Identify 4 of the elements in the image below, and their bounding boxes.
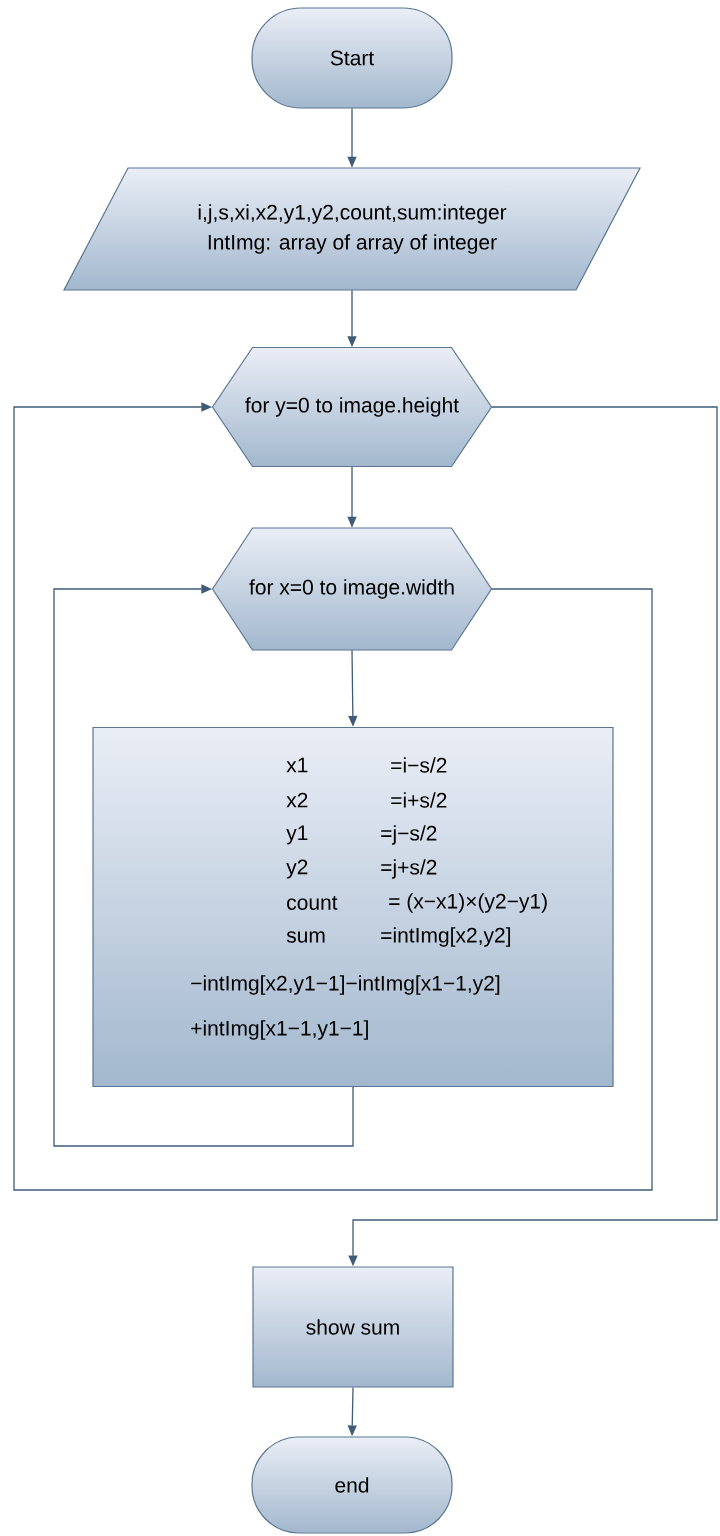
arrow [13,402,653,1191]
process-box: show sum [252,1266,454,1388]
arrow [53,584,354,1147]
process-box: x1 =i−s/2 x2 =i+s/2 y1 =j−s/2 y2 =j+s/2 count = (x−x1)×(y2−y1) sum =intImg[x2,y2] −intImg[x2,y1−1]−intImg[x1−1,y2] +intImg[x1−1,y1−1] [92,726,614,1088]
